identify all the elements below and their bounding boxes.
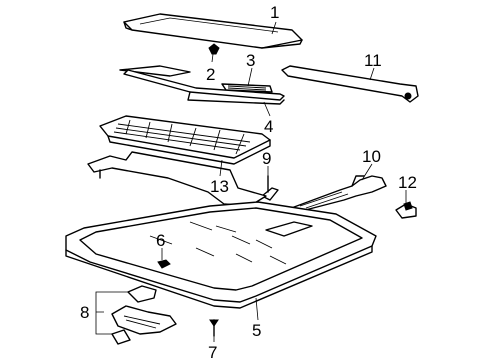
callout-3: 3	[246, 51, 255, 70]
callout-13: 13	[210, 177, 229, 196]
drive-cable	[285, 175, 387, 215]
side-rail	[281, 65, 419, 103]
guide-rail	[261, 175, 279, 201]
drain-plug	[157, 259, 171, 269]
callout-labels: 1 2 3 4 5 6 7 8 9 10 11 12 13	[80, 3, 417, 360]
callout-1: 1	[270, 3, 279, 22]
roof-frame	[65, 201, 377, 309]
screw	[209, 319, 219, 337]
frame-cover	[87, 151, 267, 207]
bracket	[395, 201, 417, 219]
callout-10: 10	[362, 147, 381, 166]
seal-strip	[221, 83, 273, 93]
callout-4: 4	[264, 117, 273, 136]
leader-lines	[95, 21, 407, 342]
glass-panel	[123, 13, 303, 49]
callout-2: 2	[206, 65, 215, 84]
sunshade	[99, 115, 271, 165]
callout-11: 11	[364, 51, 382, 70]
callout-6: 6	[156, 231, 165, 250]
callout-5: 5	[252, 321, 261, 340]
callout-7: 7	[208, 343, 217, 360]
deflector	[119, 65, 285, 105]
callout-12: 12	[398, 173, 417, 192]
callout-8: 8	[80, 303, 89, 322]
callout-9: 9	[262, 149, 271, 168]
motor-assembly	[111, 285, 177, 345]
clip	[208, 43, 220, 55]
